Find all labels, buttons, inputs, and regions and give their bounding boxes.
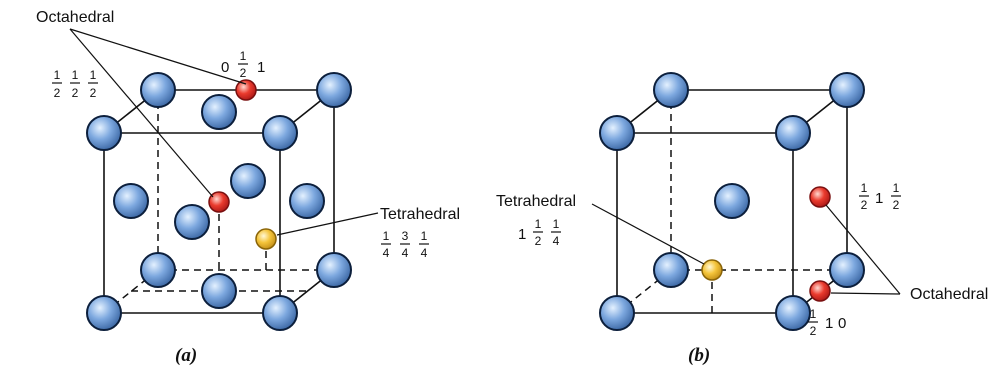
svg-text:1: 1 xyxy=(893,181,900,195)
panel-b: Tetrahedral 1 1 2 1 4 1 2 1 1 2 1 2 1 0 … xyxy=(496,72,988,366)
svg-text:1: 1 xyxy=(875,190,883,207)
svg-text:1: 1 xyxy=(518,226,526,243)
coordinate-label-oct-top: 0 1 2 1 xyxy=(221,49,265,80)
svg-text:1: 1 xyxy=(421,229,428,243)
host-atom xyxy=(289,183,325,219)
leader-line xyxy=(825,204,901,295)
panel-a: Octahedral 0 1 2 1 1 2 1 2 1 2 Tetrahedr… xyxy=(36,9,460,366)
svg-text:1: 1 xyxy=(553,217,560,231)
svg-text:1: 1 xyxy=(383,229,390,243)
svg-text:1: 1 xyxy=(54,68,61,82)
panel-a-caption: (a) xyxy=(175,345,197,366)
host-atom xyxy=(201,94,237,130)
host-atom xyxy=(599,295,635,331)
svg-text:1: 1 xyxy=(825,315,833,332)
leader-line xyxy=(69,28,247,85)
host-atom xyxy=(829,72,865,108)
host-atom xyxy=(775,295,811,331)
host-atom xyxy=(174,204,210,240)
octahedral-site-top xyxy=(235,79,257,101)
tetrahedral-site xyxy=(701,259,723,281)
octahedral-label: Octahedral xyxy=(910,286,988,303)
tetrahedral-label: Tetrahedral xyxy=(380,206,460,223)
host-atoms-b xyxy=(599,72,865,331)
host-atom xyxy=(262,115,298,151)
octahedral-site-bottom xyxy=(809,280,831,302)
svg-text:1: 1 xyxy=(810,307,817,321)
tetrahedral-site xyxy=(255,228,277,250)
svg-text:2: 2 xyxy=(861,198,868,212)
host-atom xyxy=(775,115,811,151)
host-atom xyxy=(262,295,298,331)
octahedral-site-right xyxy=(809,186,831,208)
coordinate-label-oct-right: 1 2 1 1 2 xyxy=(859,181,901,212)
leader-line xyxy=(591,203,705,265)
host-atom xyxy=(86,295,122,331)
svg-text:4: 4 xyxy=(421,246,428,260)
svg-text:2: 2 xyxy=(535,234,542,248)
svg-text:1: 1 xyxy=(257,59,265,76)
host-atom xyxy=(316,252,352,288)
svg-text:2: 2 xyxy=(90,86,97,100)
coordinate-label-tet: 1 1 2 1 4 xyxy=(518,217,561,248)
svg-text:0: 0 xyxy=(838,315,846,332)
coordinate-label-tet: 1 4 3 4 1 4 xyxy=(381,229,429,260)
octahedral-label: Octahedral xyxy=(36,9,114,26)
coordinate-label-oct-bottom: 1 2 1 0 xyxy=(808,307,846,338)
octahedral-site-center xyxy=(208,191,230,213)
tetrahedral-label: Tetrahedral xyxy=(496,193,576,210)
svg-text:1: 1 xyxy=(535,217,542,231)
svg-text:1: 1 xyxy=(90,68,97,82)
svg-text:2: 2 xyxy=(893,198,900,212)
svg-text:2: 2 xyxy=(54,86,61,100)
host-atom xyxy=(140,252,176,288)
svg-text:1: 1 xyxy=(861,181,868,195)
svg-text:0: 0 xyxy=(221,59,229,76)
leader-line xyxy=(830,292,901,295)
host-atom xyxy=(230,163,266,199)
host-atom xyxy=(653,72,689,108)
host-atom xyxy=(653,252,689,288)
host-atom xyxy=(86,115,122,151)
host-atom xyxy=(599,115,635,151)
host-atom xyxy=(201,273,237,309)
svg-text:1: 1 xyxy=(240,49,247,63)
host-atom xyxy=(140,72,176,108)
svg-text:2: 2 xyxy=(810,324,817,338)
panel-b-caption: (b) xyxy=(688,345,710,366)
svg-text:2: 2 xyxy=(240,66,247,80)
coordinate-label-oct-center: 1 2 1 2 1 2 xyxy=(52,68,98,100)
svg-text:4: 4 xyxy=(553,234,560,248)
host-atom xyxy=(316,72,352,108)
svg-text:4: 4 xyxy=(402,246,409,260)
svg-text:4: 4 xyxy=(383,246,390,260)
host-atom xyxy=(829,252,865,288)
host-atom xyxy=(714,183,750,219)
leader-line xyxy=(276,212,379,236)
host-atoms-a xyxy=(86,72,352,331)
host-atom xyxy=(113,183,149,219)
leader-line xyxy=(69,28,214,198)
svg-text:2: 2 xyxy=(72,86,79,100)
svg-text:1: 1 xyxy=(72,68,79,82)
svg-text:3: 3 xyxy=(402,229,409,243)
